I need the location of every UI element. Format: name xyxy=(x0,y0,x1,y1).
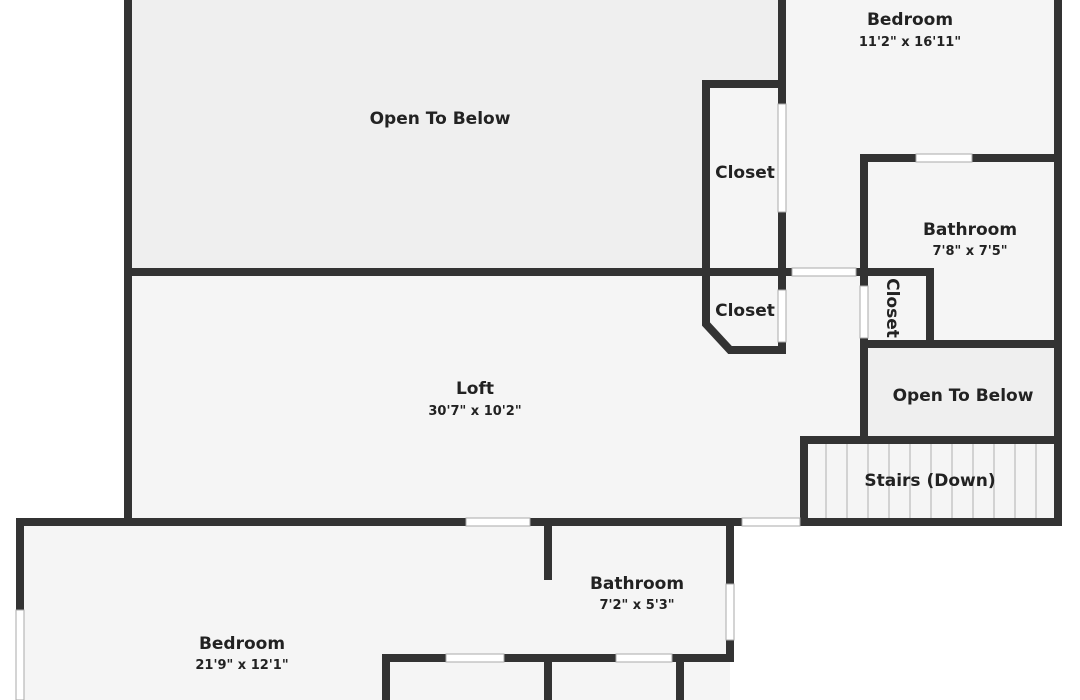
closet-upper-floor xyxy=(706,84,782,272)
door-opening xyxy=(615,653,673,663)
window xyxy=(725,583,735,641)
openings xyxy=(15,103,973,700)
room-name-bedroom-bottom: Bedroom xyxy=(199,634,285,654)
room-dimensions-bathroom-bottom: 7'2" x 5'3" xyxy=(599,598,674,613)
room-labels: Open To Below Bedroom 11'2" x 16'11" Clo… xyxy=(195,10,1033,673)
door-opening xyxy=(859,285,869,339)
room-dimensions-bathroom-top: 7'8" x 7'5" xyxy=(932,244,1007,259)
room-name-bathroom-bottom: Bathroom xyxy=(590,574,684,594)
door-opening xyxy=(445,653,505,663)
wall-closet-upper xyxy=(702,80,786,276)
window xyxy=(15,609,25,700)
room-dimensions-bedroom-top: 11'2" x 16'11" xyxy=(859,35,961,50)
window xyxy=(741,517,801,527)
closet-vertical-floor xyxy=(864,272,930,342)
room-name-bedroom-top: Bedroom xyxy=(867,10,953,30)
room-name-bathroom-top: Bathroom xyxy=(923,220,1017,240)
door-opening xyxy=(777,103,787,213)
walls xyxy=(16,0,1062,700)
stair-treads xyxy=(825,444,1037,518)
room-name-stairs: Stairs (Down) xyxy=(864,471,995,491)
room-name-loft: Loft xyxy=(456,379,494,399)
wall-hall-top xyxy=(852,268,934,346)
door-opening xyxy=(777,289,787,343)
bedroom-bottom-floor xyxy=(20,522,730,700)
door-opening xyxy=(791,267,857,277)
open-to-below-small-floor xyxy=(864,344,1058,440)
room-dimensions-bedroom-bottom: 21'9" x 12'1" xyxy=(195,658,288,673)
floor-fills xyxy=(20,0,1058,700)
room-name-open-to-below-large: Open To Below xyxy=(370,109,511,129)
room-name-closet-middle: Closet xyxy=(715,301,775,321)
upper-hall-floor xyxy=(782,272,864,346)
room-name-closet-vertical: Closet xyxy=(882,278,902,338)
loft-floor xyxy=(128,272,864,522)
window xyxy=(915,153,973,163)
room-name-open-to-below-small: Open To Below xyxy=(893,386,1034,406)
room-dimensions-loft: 30'7" x 10'2" xyxy=(428,404,521,419)
door-opening xyxy=(465,517,531,527)
open-to-below-large-floor xyxy=(128,0,782,272)
room-name-closet-upper: Closet xyxy=(715,163,775,183)
